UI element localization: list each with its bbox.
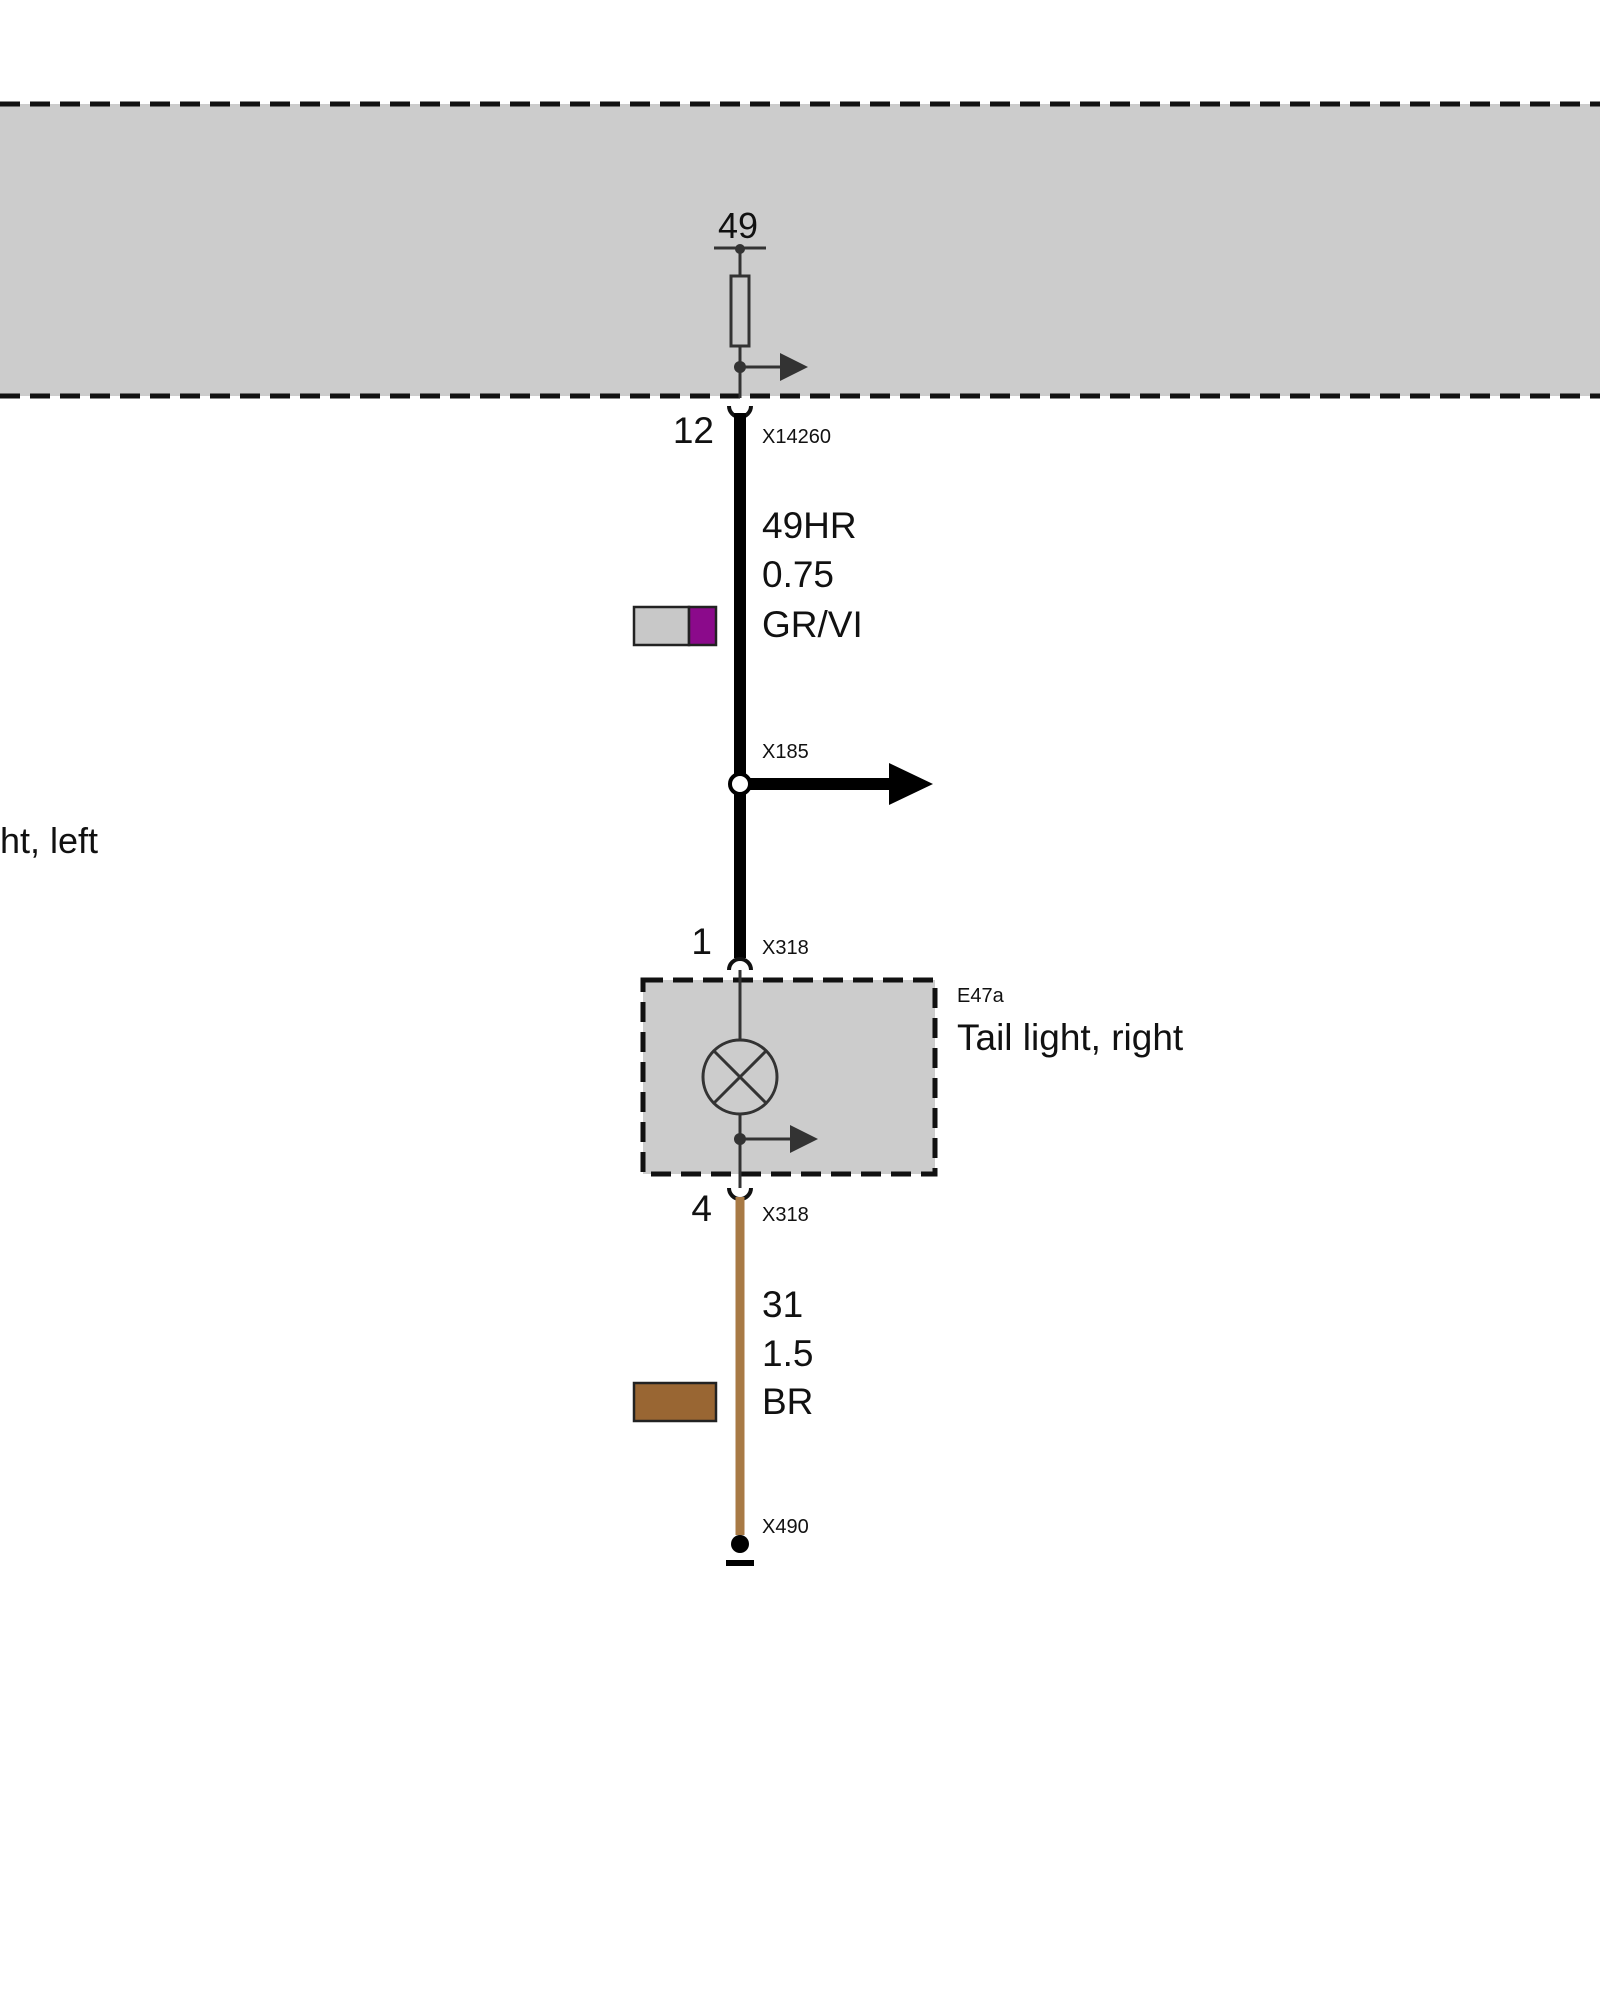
wire-bottom-gauge: 1.5	[762, 1333, 813, 1374]
splice-x185	[728, 763, 933, 805]
wire-bottom-signal: 31	[762, 1284, 803, 1325]
wire-top-color-swatch	[632, 605, 718, 647]
tail-light-pin-in: 1	[691, 921, 712, 962]
ground-icon	[726, 1535, 754, 1566]
splice-connector-label: X185	[762, 741, 809, 763]
tail-light-connector-out: X318	[762, 1204, 809, 1226]
tail-light-pin-out: 4	[691, 1188, 712, 1229]
tail-light-box	[640, 977, 938, 1177]
tail-light-name: Tail light, right	[957, 1017, 1184, 1058]
wire-bottom-color-swatch	[632, 1381, 718, 1423]
ground-connector-label: X490	[762, 1516, 809, 1538]
control-module-box	[0, 104, 1600, 396]
fuse-symbol	[714, 244, 808, 398]
wire-bottom-color-code: BR	[762, 1381, 813, 1422]
module-pin-label: 12	[673, 410, 714, 451]
left-component-label: ht, left	[0, 820, 98, 861]
tail-light-connector-in: X318	[762, 937, 809, 959]
module-connector-label: X14260	[762, 426, 831, 448]
fuse-terminal-label: 49	[718, 205, 758, 246]
wire-top-signal: 49HR	[762, 505, 857, 546]
connector-x318-in-symbol	[727, 957, 753, 971]
tail-light-id: E47a	[957, 985, 1005, 1007]
wire-top-gauge: 0.75	[762, 554, 834, 595]
lamp-icon	[701, 970, 818, 1188]
wire-top-color-code: GR/VI	[762, 604, 863, 645]
